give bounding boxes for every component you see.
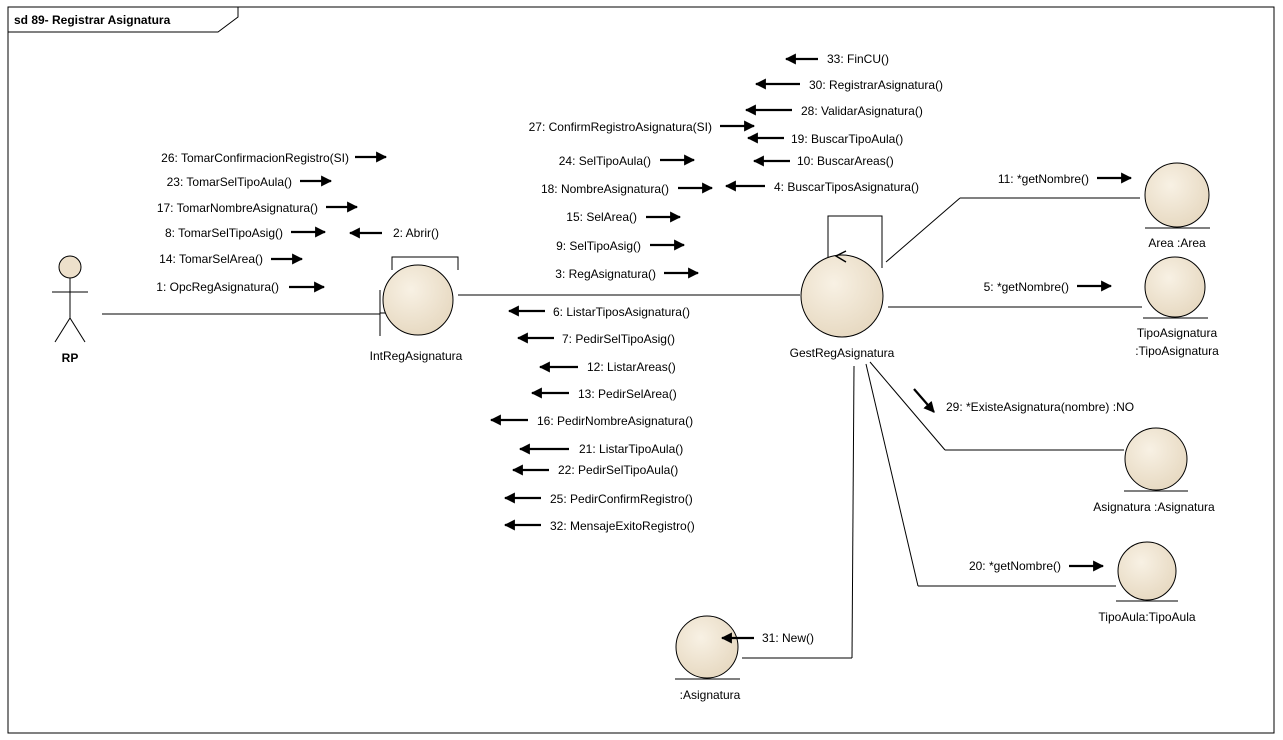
message-label: 33: FinCU() [827, 52, 889, 66]
entity-area[interactable]: Area :Area [1144, 162, 1210, 250]
message-label: 17: TomarNombreAsignatura() [157, 201, 318, 215]
message-label: 8: TomarSelTipoAsig() [165, 226, 283, 240]
boundary-intregasignatura[interactable]: IntRegAsignatura [370, 256, 463, 363]
message-label: 9: SelTipoAsig() [556, 239, 641, 253]
frame-title-tab [7, 6, 239, 33]
message-label: 19: BuscarTipoAula() [791, 132, 903, 146]
message-label: 3: RegAsignatura() [555, 267, 656, 281]
message-label: 2: Abrir() [393, 226, 439, 240]
message-label: 27: ConfirmRegistroAsignatura(SI) [529, 120, 712, 134]
message-label: 31: New() [762, 631, 814, 645]
actor-rp[interactable]: RP [52, 255, 88, 365]
control-label: GestRegAsignatura [790, 346, 895, 360]
message-label: 4: BuscarTiposAsignatura() [774, 180, 919, 194]
message-label: 25: PedirConfirmRegistro() [550, 492, 693, 506]
entity-asignatura[interactable]: Asignatura :Asignatura [1093, 427, 1215, 514]
message-label: 7: PedirSelTipoAsig() [562, 332, 675, 346]
message-label: 30: RegistrarAsignatura() [809, 78, 943, 92]
association-lines [102, 197, 1142, 659]
entity-asignatura-label: Asignatura :Asignatura [1093, 500, 1215, 514]
self-call-loop [827, 215, 883, 268]
message-label: 22: PedirSelTipoAula() [558, 463, 678, 477]
control-gestregasignatura[interactable]: GestRegAsignatura [790, 250, 895, 360]
message-arrows [271, 53, 1133, 644]
entity-new-asignatura[interactable]: :Asignatura [675, 615, 741, 702]
diagram-frame [7, 6, 1275, 734]
message-label: 32: MensajeExitoRegistro() [550, 519, 695, 533]
entity-new-asignatura-label: :Asignatura [680, 688, 741, 702]
entity-tipoasignatura-label-2: :TipoAsignatura [1135, 344, 1219, 358]
message-label: 20: *getNombre() [969, 559, 1061, 573]
message-label: 15: SelArea() [566, 210, 637, 224]
message-label: 5: *getNombre() [984, 280, 1069, 294]
message-label: 6: ListarTiposAsignatura() [553, 305, 690, 319]
message-label: 16: PedirNombreAsignatura() [537, 414, 693, 428]
message-label: 21: ListarTipoAula() [579, 442, 683, 456]
actor-rp-label: RP [62, 351, 79, 365]
entity-tipoaula[interactable]: TipoAula:TipoAula [1098, 541, 1196, 624]
entity-tipoasignatura[interactable]: TipoAsignatura :TipoAsignatura [1135, 256, 1219, 358]
message-label: 11: *getNombre() [998, 172, 1089, 186]
message-label: 10: BuscarAreas() [797, 154, 894, 168]
boundary-label: IntRegAsignatura [370, 349, 463, 363]
message-label: 13: PedirSelArea() [578, 387, 677, 401]
message-label: 28: ValidarAsignatura() [801, 104, 923, 118]
entity-tipoasignatura-label-1: TipoAsignatura [1137, 326, 1218, 340]
message-label: 23: TomarSelTipoAula() [167, 175, 292, 189]
message-label: 12: ListarAreas() [587, 360, 676, 374]
message-label: 24: SelTipoAula() [559, 154, 651, 168]
message-label: 14: TomarSelArea() [159, 252, 263, 266]
frame-title: sd 89- Registrar Asignatura [14, 13, 171, 27]
message-label: 1: OpcRegAsignatura() [156, 280, 279, 294]
message-label: 29: *ExisteAsignatura(nombre) :NO [946, 400, 1134, 414]
entity-tipoaula-label: TipoAula:TipoAula [1098, 610, 1195, 624]
entity-area-label: Area :Area [1148, 236, 1206, 250]
message-label: 26: TomarConfirmacionRegistro(SI) [161, 151, 349, 165]
message-label: 18: NombreAsignatura() [541, 182, 669, 196]
